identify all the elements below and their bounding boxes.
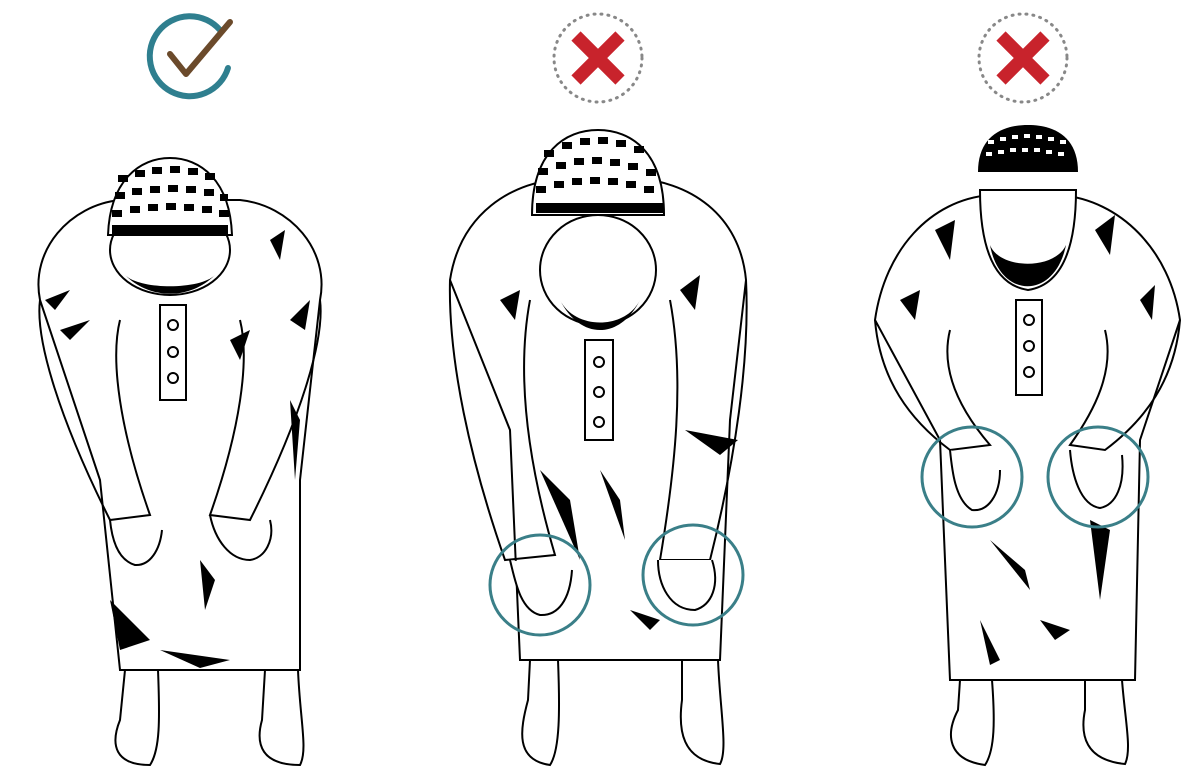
bowing-figure-hands-thighs	[840, 0, 1187, 767]
bowing-figure-hands-low	[420, 0, 780, 767]
highlight-ring-right-hand	[1043, 422, 1153, 532]
highlight-ring-right-hand	[638, 520, 748, 630]
highlight-ring-left-hand	[485, 530, 595, 640]
panel-correct	[0, 0, 360, 767]
panel-incorrect-1	[420, 0, 780, 767]
panel-incorrect-2	[840, 0, 1187, 767]
highlight-ring-left-hand	[917, 422, 1027, 532]
bowing-figure-correct	[0, 0, 360, 767]
